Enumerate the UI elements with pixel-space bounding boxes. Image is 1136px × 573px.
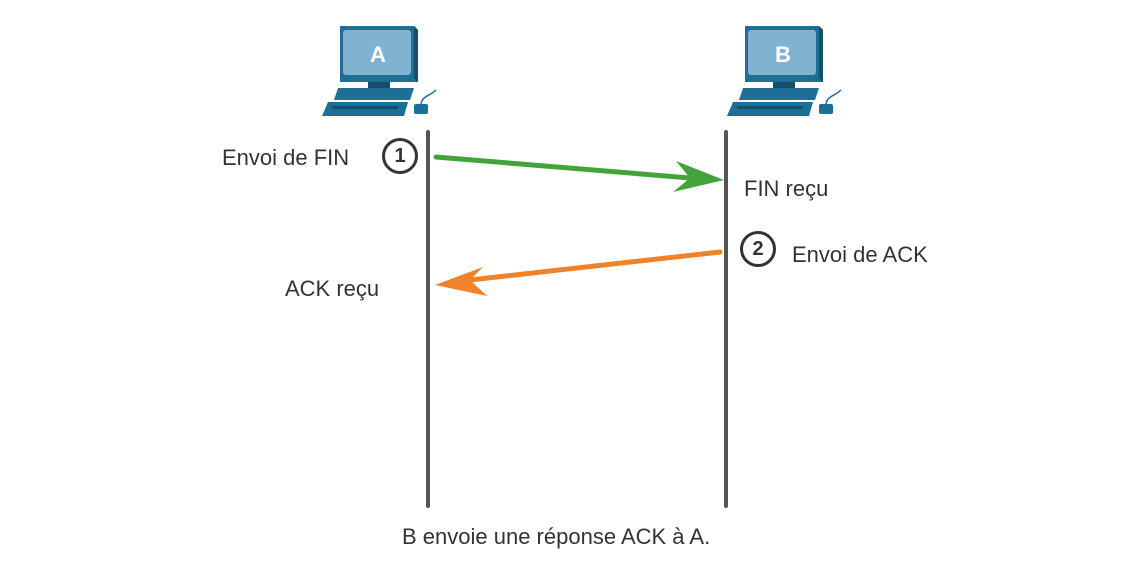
host-b-computer-icon: B — [723, 24, 843, 119]
diagram-caption: B envoie une réponse ACK à A. — [402, 524, 711, 549]
fin-arrow — [433, 154, 724, 192]
host-b-label: B — [775, 42, 791, 67]
step-2-received-label: ACK reçu — [285, 276, 380, 301]
step-2-label: Envoi de ACK — [792, 242, 928, 267]
ack-arrow — [435, 249, 723, 296]
host-a-timeline — [426, 130, 430, 508]
host-a-computer-icon: A — [318, 24, 438, 119]
host-a-label: A — [370, 42, 386, 67]
host-b-timeline — [724, 130, 728, 508]
step-2-badge: 2 — [740, 231, 776, 267]
step-1-label: Envoi de FIN — [222, 145, 350, 170]
step-1-received-label: FIN reçu — [744, 176, 829, 201]
step-1-badge: 1 — [382, 138, 418, 174]
